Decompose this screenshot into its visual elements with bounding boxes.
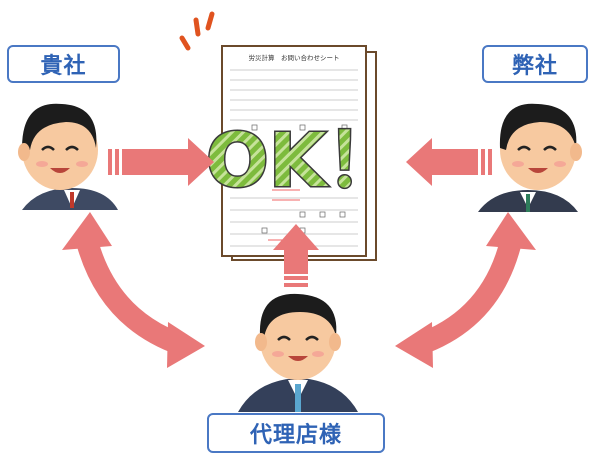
person-our-company [478,103,582,212]
curved-arrow-right [395,212,536,368]
curved-arrow-left [62,212,205,368]
label-our-company: 弊社 [482,45,588,83]
person-your-company [18,103,118,210]
arrow-bottom-to-document [273,224,319,287]
emphasis-marks [179,11,215,51]
arrow-left-to-document [108,138,214,186]
inquiry-sheet-document: 労災計算 お問い合わせシート [221,45,377,261]
label-agency: 代理店様 [207,413,385,453]
ok-stamp: OK！ [206,118,400,204]
person-agency [238,293,358,412]
document-title: 労災計算 お問い合わせシート [249,53,340,62]
label-your-company: 貴社 [7,45,120,83]
arrow-right-to-document [406,138,492,186]
